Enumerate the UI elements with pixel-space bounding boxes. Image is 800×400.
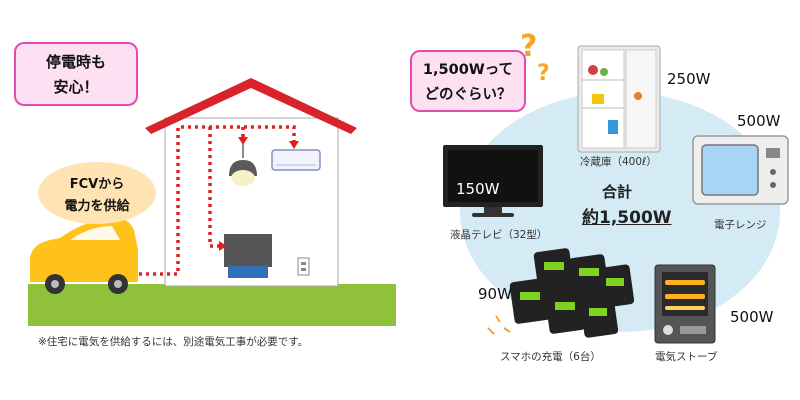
callout-line-1: 停電時も — [45, 53, 106, 71]
refrigerator-icon — [577, 45, 661, 153]
arrow-icon — [219, 241, 227, 251]
television-icon — [443, 145, 543, 217]
svg-text:?: ? — [537, 61, 550, 86]
refrigerator-label: 冷蔵庫（400ℓ） — [580, 156, 657, 168]
fcv-bubble: FCVから 電力を供給 — [38, 162, 156, 224]
heater-watt: 500W — [730, 308, 774, 326]
fcv-bubble-line-1: FCVから — [69, 176, 125, 192]
power-outlet-icon — [297, 257, 310, 276]
air-conditioner-icon — [271, 149, 321, 171]
microwave-watt: 500W — [737, 112, 781, 130]
microwave-icon — [692, 135, 789, 205]
smartphones-icon — [487, 248, 635, 338]
total-value: 約1,500W — [582, 208, 672, 228]
fcv-car-icon — [30, 218, 138, 294]
question-line-1: 1,500Wって — [422, 62, 514, 78]
arrow-icon — [289, 141, 299, 149]
footnote: ※住宅に電気を供給するには、別途電気工事が必要です。 — [38, 336, 309, 348]
storage-battery-icon — [224, 234, 272, 278]
arrow-icon — [238, 137, 248, 145]
question-line-2: どのぐらい？ — [424, 87, 512, 103]
microwave-label: 電子レンジ — [714, 219, 767, 231]
fcv-bubble-line-2: 電力を供給 — [64, 198, 130, 214]
television-label: 液晶テレビ（32型） — [450, 229, 548, 241]
power-line — [132, 125, 296, 276]
ground — [28, 284, 396, 326]
blackout-callout: 停電時も 安心！ — [14, 42, 138, 106]
refrigerator-watt: 250W — [667, 70, 711, 88]
smartphones-watt: 90W — [478, 285, 512, 303]
question-callout: 1,500Wって どのぐらい？ — [410, 50, 526, 112]
callout-line-2: 安心！ — [53, 78, 99, 96]
television-watt: 150W — [456, 180, 500, 198]
heater-label: 電気ストーブ — [655, 351, 718, 363]
total-label: 合計 — [602, 183, 633, 201]
electric-heater-icon — [654, 264, 716, 344]
smartphones-label: スマホの充電（6台） — [500, 351, 601, 363]
